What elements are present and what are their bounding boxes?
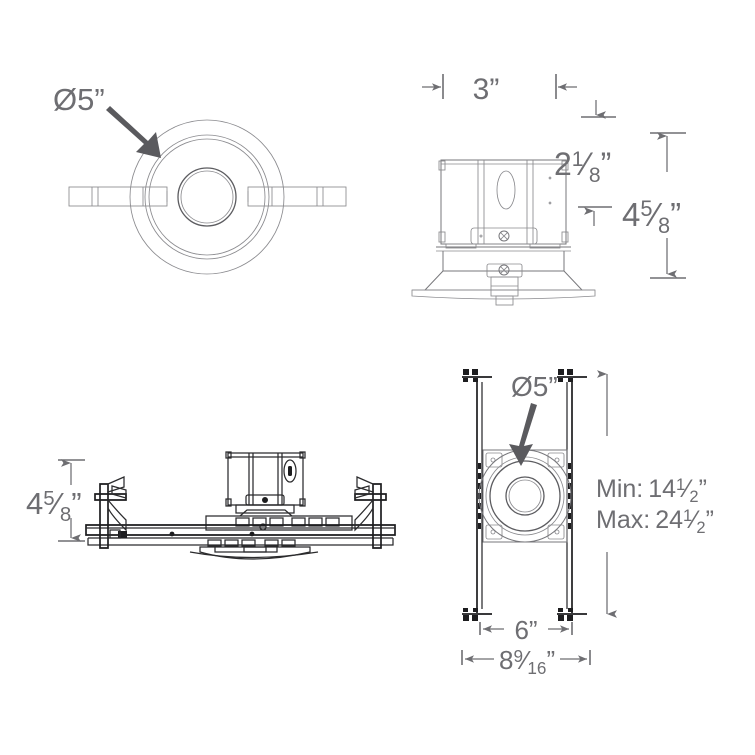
dimension-assembly-height-label: 45⁄8” (26, 486, 82, 526)
view-top-left-trim: Ø5” (53, 82, 347, 275)
dimension-housing-overall-height: 45⁄8” (622, 132, 686, 279)
view-top-right-housing: 3” 21⁄8” 45⁄8” (411, 73, 686, 306)
assembly-bar-hangers (85, 524, 396, 547)
assembly-hanger-foot-right (354, 476, 387, 549)
housing-transition-band (436, 243, 571, 272)
housing-reflector-cone (411, 270, 596, 300)
callout-diameter-label-br: Ø5” (511, 371, 558, 402)
callout-arrow-br (509, 403, 537, 466)
dimension-hanger-span: Min:141⁄2” Max:241⁄2” (596, 370, 714, 618)
housing-can-body (438, 159, 569, 245)
dimension-assembly-height: 45⁄8” (26, 459, 85, 542)
view-bottom-left-assembly: 45⁄8” (26, 451, 396, 560)
trim-flange-right (247, 186, 347, 207)
plan-mounting-plate (482, 449, 568, 543)
dimension-inner-width-label: 6” (514, 615, 537, 645)
plan-hanger-rail-right (557, 369, 587, 621)
dimension-inner-width: 6” (479, 615, 573, 645)
dimension-housing-width: 3” (422, 73, 577, 106)
assembly-hanger-foot-left (94, 476, 127, 549)
plan-hanger-rail-left (462, 369, 492, 621)
dimension-housing-overall-height-label: 45⁄8” (622, 196, 681, 238)
callout-diameter-top-left: Ø5” (53, 82, 161, 158)
trim-flange-left (68, 186, 168, 207)
assembly-mount-plate (205, 504, 353, 531)
dimension-housing-width-label: 3” (473, 73, 500, 106)
dimension-hanger-span-min-label: Min:141⁄2” (596, 475, 707, 506)
dimension-housing-upper-height: 21⁄8” (554, 100, 616, 226)
dimension-outer-width-label: 89⁄16” (499, 645, 555, 678)
view-bottom-right-plan: Ø5” Min:141⁄2” Max:241⁄2” 6” (461, 369, 714, 678)
dimension-hanger-span-max-label: Max:241⁄2” (596, 506, 714, 537)
assembly-can (225, 451, 306, 507)
housing-mount-screw (486, 263, 523, 306)
callout-arrow-tl (106, 106, 161, 158)
trim-rings (129, 119, 285, 275)
dimension-housing-upper-height-label: 21⁄8” (554, 146, 611, 187)
callout-diameter-label-tl: Ø5” (53, 82, 105, 117)
assembly-trim-cone (189, 545, 319, 560)
callout-diameter-bottom-right: Ø5” (509, 371, 558, 466)
plan-aperture-rings (478, 449, 572, 543)
dimension-outer-width: 89⁄16” (461, 645, 591, 678)
